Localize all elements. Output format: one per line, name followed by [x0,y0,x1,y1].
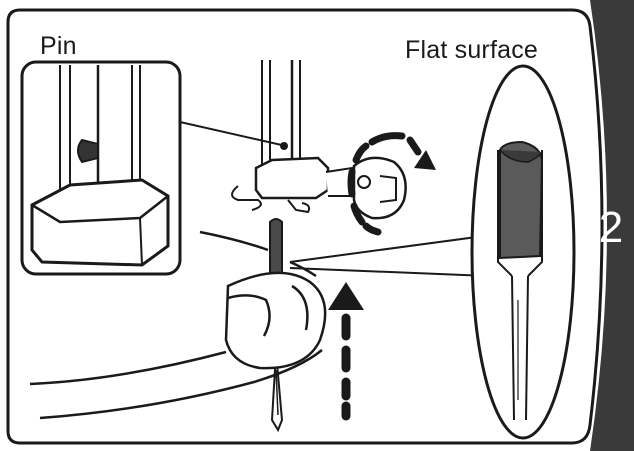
pin-label: Pin [40,32,77,60]
pin-leader-line [179,121,287,147]
needle-clamp-block [30,178,170,267]
pin-icon [77,138,99,164]
flat-surface-label: Flat surface [405,36,539,64]
clamp-screw-icon [352,156,407,220]
panel-frame [6,8,604,445]
pin-detail-inset [20,60,182,276]
flat-leader-top [289,235,485,263]
step-number: 2 [598,203,624,252]
rotation-arrowhead-icon [414,150,436,170]
flat-leader-bottom [289,267,489,277]
needle-bar [261,60,301,168]
hand-holding-needle [29,230,327,420]
needle-clamp [231,156,356,214]
flat-surface-detail [470,64,576,440]
tighten-rotation-arrow-icon [347,132,422,236]
step-tab [590,0,634,451]
push-up-arrowhead-icon [328,282,364,310]
flat-surface-face [499,140,544,260]
